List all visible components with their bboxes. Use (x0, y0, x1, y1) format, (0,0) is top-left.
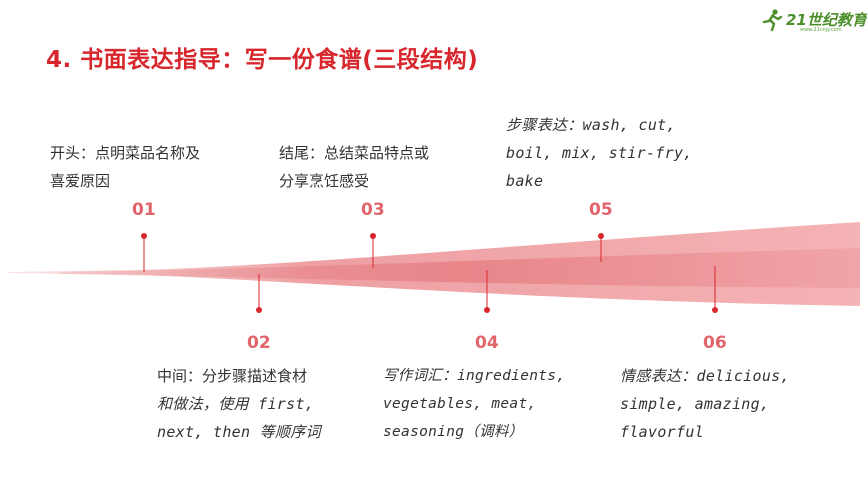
step-number-02: 02 (247, 333, 271, 353)
step-line: 分享烹饪感受 (279, 172, 370, 190)
step-line: simple, amazing, (620, 395, 770, 413)
slide-title: 4. 书面表达指导：写一份食谱(三段结构) (46, 47, 479, 73)
step-number-05: 05 (589, 200, 613, 220)
step-text-04: 写作词汇：ingredients, vegetables, meat, seas… (383, 362, 565, 446)
step-line: boil, mix, stir-fry, (506, 144, 693, 162)
step-line: 情感表达：delicious, (620, 367, 790, 385)
step-line: 开头：点明菜品名称及 (50, 144, 201, 162)
step-number-03: 03 (361, 200, 385, 220)
step-line: 结尾：总结菜品特点或 (279, 144, 430, 162)
step-text-06: 情感表达：delicious, simple, amazing, flavorf… (620, 362, 790, 446)
connector-02 (256, 274, 262, 313)
step-line: 喜爱原因 (50, 172, 111, 190)
step-number-04: 04 (475, 333, 499, 353)
connector-01 (141, 233, 147, 272)
connector-05 (598, 233, 604, 262)
step-line: flavorful (620, 423, 704, 441)
step-line: 写作词汇：ingredients, (383, 368, 566, 384)
step-text-03: 结尾：总结菜品特点或 分享烹饪感受 (279, 139, 429, 195)
step-text-01: 开头：点明菜品名称及 喜爱原因 (50, 139, 200, 195)
logo: 21世纪教育 www.21cnjy.com (760, 8, 867, 34)
step-line: bake (506, 172, 544, 190)
step-number-01: 01 (132, 200, 156, 220)
step-line: 和做法，使用 first, (157, 395, 315, 413)
step-text-02: 中间：分步骤描述食材 和做法，使用 first, next, then 等顺序词 (157, 362, 321, 446)
step-line: seasoning（调料） (383, 424, 524, 440)
logo-url: www.21cnjy.com (800, 27, 842, 33)
connector-04 (484, 270, 490, 313)
logo-brand: 21世纪教育 (786, 11, 867, 29)
connector-03 (370, 233, 376, 268)
step-line: 步骤表达：wash, cut, (506, 116, 676, 134)
step-line: next, then 等顺序词 (157, 423, 321, 441)
step-text-05: 步骤表达：wash, cut, boil, mix, stir-fry, bak… (506, 111, 693, 195)
runner-icon (762, 9, 783, 32)
step-number-06: 06 (703, 333, 727, 353)
step-line: 中间：分步骤描述食材 (157, 367, 308, 385)
connector-06 (712, 266, 718, 313)
step-line: vegetables, meat, (383, 396, 537, 412)
